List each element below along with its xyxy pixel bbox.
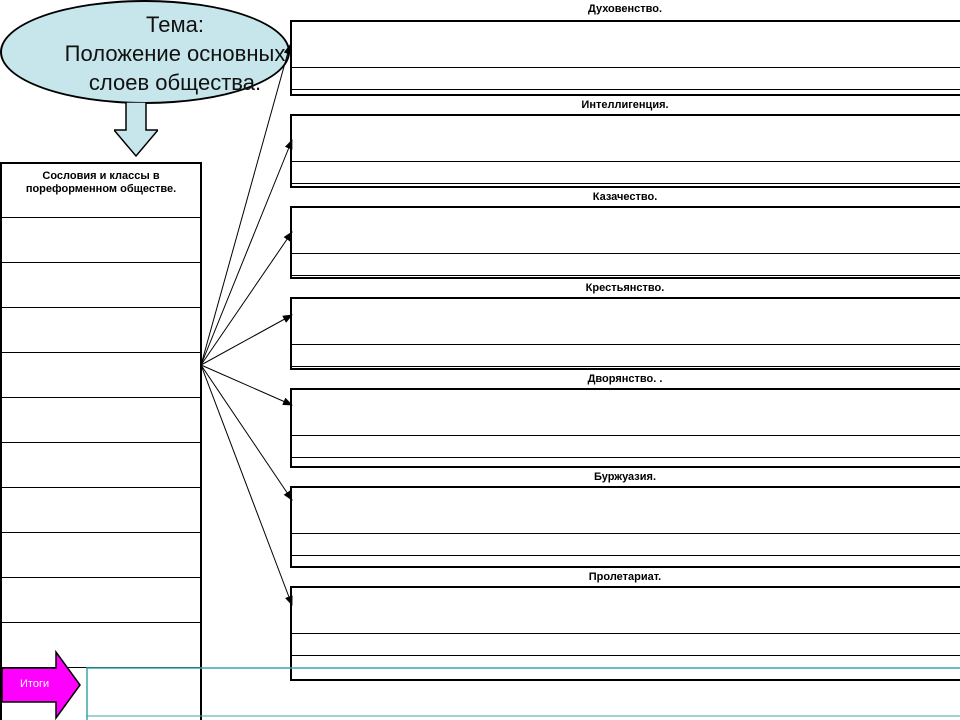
section-proletariat: Пролетариат.	[290, 566, 960, 656]
section-nobility: Дворянство. .	[290, 368, 960, 458]
section-body	[290, 390, 960, 436]
table-row	[2, 398, 200, 443]
section-title: Дворянство. .	[290, 368, 960, 390]
section-title: Крестьянство.	[290, 277, 960, 299]
itogi-arrow-button[interactable]	[0, 650, 84, 720]
section-bourgeoisie: Буржуазия.	[290, 466, 960, 556]
table-row	[2, 308, 200, 353]
section-gap	[290, 162, 960, 184]
section-body	[290, 488, 960, 534]
section-title: Интеллигенция.	[290, 94, 960, 116]
section-body	[290, 116, 960, 162]
arrow-clergy	[200, 44, 292, 366]
down-arrow-icon	[114, 102, 158, 158]
topic-line-2: Положение основных	[64, 41, 286, 66]
arrow-intelligentsia	[200, 139, 293, 366]
section-intelligentsia: Интеллигенция.	[290, 94, 960, 184]
arrow-nobility	[200, 364, 293, 406]
arrow-peasantry	[200, 314, 293, 366]
table-row	[2, 353, 200, 398]
section-clergy: Духовенство.	[290, 0, 960, 90]
table-row	[2, 263, 200, 308]
topic-text: Тема: Положение основных слоев общества.	[30, 10, 320, 97]
section-title: Духовенство.	[290, 0, 960, 22]
section-peasantry: Крестьянство.	[290, 277, 960, 367]
section-gap	[290, 254, 960, 276]
section-gap	[290, 634, 960, 656]
section-cossacks: Казачество.	[290, 186, 960, 276]
section-body	[290, 299, 960, 345]
table-row	[2, 488, 200, 533]
section-gap	[290, 534, 960, 556]
arrow-proletariat	[200, 364, 293, 606]
section-body	[290, 588, 960, 634]
topic-line-3: слоев общества.	[88, 70, 262, 95]
estates-table-header: Сословия и классы в пореформенном общест…	[2, 164, 200, 218]
arrow-cossacks	[200, 231, 293, 366]
table-row	[2, 533, 200, 578]
table-row	[2, 443, 200, 488]
section-title: Казачество.	[290, 186, 960, 208]
topic-line-1: Тема:	[146, 12, 204, 37]
section-body	[290, 208, 960, 254]
itogi-label[interactable]: Итоги	[20, 678, 50, 690]
table-row	[2, 578, 200, 623]
section-title: Буржуазия.	[290, 466, 960, 488]
section-body	[290, 22, 960, 68]
section-gap	[290, 68, 960, 90]
bottom-teal-lines	[86, 667, 960, 720]
topic-ellipse	[0, 0, 290, 104]
section-title: Пролетариат.	[290, 566, 960, 588]
section-gap	[290, 345, 960, 367]
table-row	[2, 218, 200, 263]
arrow-bourgeoisie	[200, 364, 293, 501]
section-gap	[290, 436, 960, 458]
